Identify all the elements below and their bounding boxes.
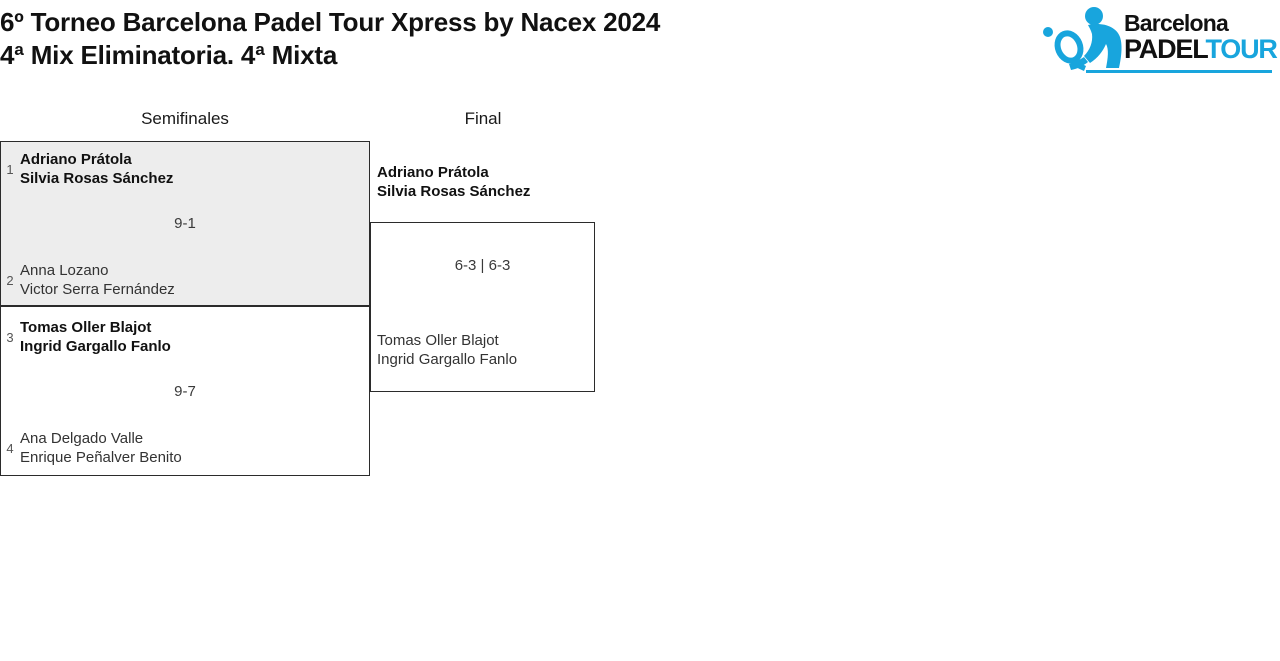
seed-number: 3	[6, 329, 14, 345]
logo-word-padel: PADEL	[1124, 34, 1207, 64]
brand-logo: Barcelona PADELTOUR	[1040, 4, 1278, 80]
logo-underline	[1086, 70, 1272, 73]
player-names: Tomas Oller Blajot Ingrid Gargallo Fanlo	[377, 331, 517, 369]
seed-number: 2	[6, 272, 14, 288]
player-name-1: Anna Lozano	[20, 262, 109, 279]
final-score: 6-3 | 6-3	[454, 257, 511, 274]
logo-word-barcelona: Barcelona	[1124, 10, 1229, 36]
player-name-1: Ana Delgado Valle	[20, 430, 144, 447]
player-name-1: Adriano Prátola	[377, 164, 489, 181]
seed-number: 1	[6, 161, 14, 177]
semifinal-2-score: 9-7	[174, 383, 196, 400]
logo-word-padeltour: PADELTOUR	[1124, 34, 1278, 64]
logo-word-tour: TOUR	[1205, 34, 1278, 64]
logo-wordmark: Barcelona PADELTOUR	[1124, 10, 1278, 70]
semifinal-2-top-competitor[interactable]: 3 Tomas Oller Blajot Ingrid Gargallo Fan…	[0, 318, 171, 356]
player-names: Adriano Prátola Silvia Rosas Sánchez	[377, 163, 530, 201]
page-title-line-1: 6º Torneo Barcelona Padel Tour Xpress by…	[0, 7, 661, 37]
semifinal-1-score: 9-1	[174, 215, 196, 232]
player-names: Adriano Prátola Silvia Rosas Sánchez	[20, 150, 173, 188]
player-names: Ana Delgado Valle Enrique Peñalver Benit…	[20, 429, 182, 467]
semifinal-1-top-competitor[interactable]: 1 Adriano Prátola Silvia Rosas Sánchez	[0, 150, 173, 188]
semifinal-match-2[interactable]	[0, 306, 370, 476]
player-name-1: Adriano Prátola	[20, 151, 132, 168]
player-name-2: Victor Serra Fernández	[20, 281, 175, 299]
final-bottom-competitor[interactable]: Tomas Oller Blajot Ingrid Gargallo Fanlo	[377, 331, 517, 369]
player-name-1: Tomas Oller Blajot	[20, 319, 152, 336]
player-name-2: Ingrid Gargallo Fanlo	[20, 338, 171, 356]
player-name-2: Enrique Peñalver Benito	[20, 449, 182, 467]
semifinal-2-bottom-competitor[interactable]: 4 Ana Delgado Valle Enrique Peñalver Ben…	[0, 429, 182, 467]
player-name-2: Silvia Rosas Sánchez	[377, 183, 531, 201]
padel-player-silhouette-icon	[1040, 4, 1132, 76]
final-top-competitor[interactable]: Adriano Prátola Silvia Rosas Sánchez	[377, 163, 530, 201]
page-title: 6º Torneo Barcelona Padel Tour Xpress by…	[0, 6, 980, 73]
player-name-2: Silvia Rosas Sánchez	[20, 170, 174, 188]
player-names: Anna Lozano Victor Serra Fernández	[20, 261, 175, 299]
round-heading-semifinals: Semifinales	[141, 109, 229, 128]
player-names: Tomas Oller Blajot Ingrid Gargallo Fanlo	[20, 318, 171, 356]
round-heading-final: Final	[464, 109, 502, 128]
player-name-2: Ingrid Gargallo Fanlo	[377, 351, 518, 369]
semifinal-match-1[interactable]	[0, 141, 370, 306]
seed-number: 4	[6, 440, 14, 456]
semifinal-1-bottom-competitor[interactable]: 2 Anna Lozano Victor Serra Fernández	[0, 261, 175, 299]
final-match[interactable]	[370, 222, 595, 392]
player-name-1: Tomas Oller Blajot	[377, 332, 499, 349]
page-title-line-2: 4ª Mix Eliminatoria. 4ª Mixta	[0, 40, 338, 71]
